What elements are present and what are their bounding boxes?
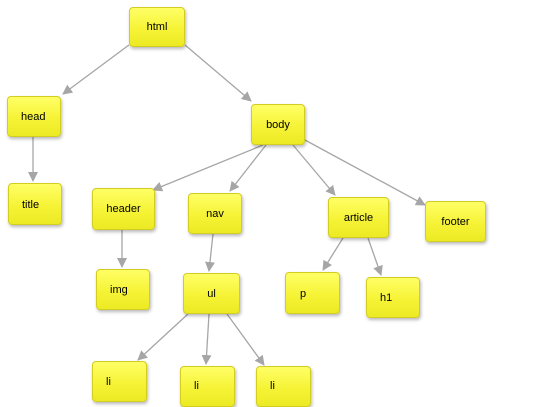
node-p: p [285, 272, 340, 314]
node-li-1: li [92, 361, 147, 402]
node-nav-label: nav [206, 207, 224, 220]
node-img: img [96, 269, 150, 310]
edge-html-head [62, 44, 130, 95]
edge-body-article [292, 144, 336, 196]
node-p-label: p [300, 288, 307, 300]
node-head-label: head [21, 111, 46, 123]
edge-body-header [152, 144, 264, 192]
node-body: body [251, 104, 305, 145]
node-header: header [92, 188, 155, 230]
node-html-label: html [146, 21, 168, 33]
node-title: title [8, 183, 62, 225]
node-li-3-label: li [270, 380, 275, 392]
node-li-1-label: li [106, 376, 111, 388]
node-li-3: li [256, 366, 311, 407]
node-header-label: header [106, 203, 141, 215]
node-body-label: body [266, 118, 290, 131]
node-article-label: article [343, 211, 374, 224]
node-footer: footer [425, 201, 486, 242]
node-li-2: li [180, 366, 235, 407]
node-ul: ul [183, 273, 240, 314]
edge-ul-li-1 [137, 313, 189, 361]
node-title-label: title [22, 199, 40, 211]
node-h1-label: h1 [380, 292, 393, 304]
edge-body-footer [304, 139, 426, 206]
node-html: html [129, 7, 185, 47]
node-li-2-label: li [194, 380, 199, 392]
node-article: article [328, 197, 389, 238]
node-h1: h1 [366, 277, 420, 318]
edge-ul-li-3 [226, 313, 265, 366]
edge-article-p [322, 237, 344, 271]
edge-html-body [184, 44, 252, 102]
edge-article-h1 [367, 237, 383, 276]
edge-body-nav [229, 144, 267, 192]
node-img-label: img [110, 284, 128, 296]
edge-ul-li-2 [201, 313, 212, 365]
node-head: head [7, 96, 61, 137]
edge-nav-ul [204, 233, 215, 272]
node-nav: nav [188, 193, 242, 234]
node-footer-label: footer [441, 215, 470, 228]
node-ul-label: ul [207, 287, 216, 300]
